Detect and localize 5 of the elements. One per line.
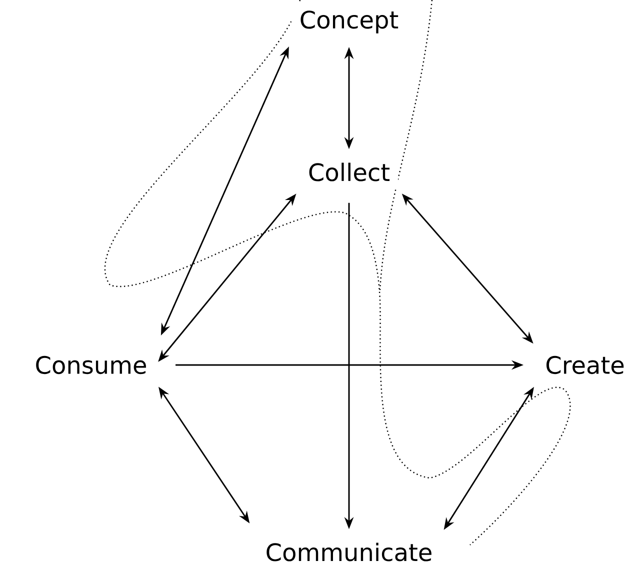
node-label: Concept [291, 2, 407, 42]
node-label: Create [537, 348, 633, 382]
node-label: Communicate [257, 534, 441, 570]
node-label: Collect [300, 154, 398, 190]
node-label: Consume [26, 348, 156, 382]
